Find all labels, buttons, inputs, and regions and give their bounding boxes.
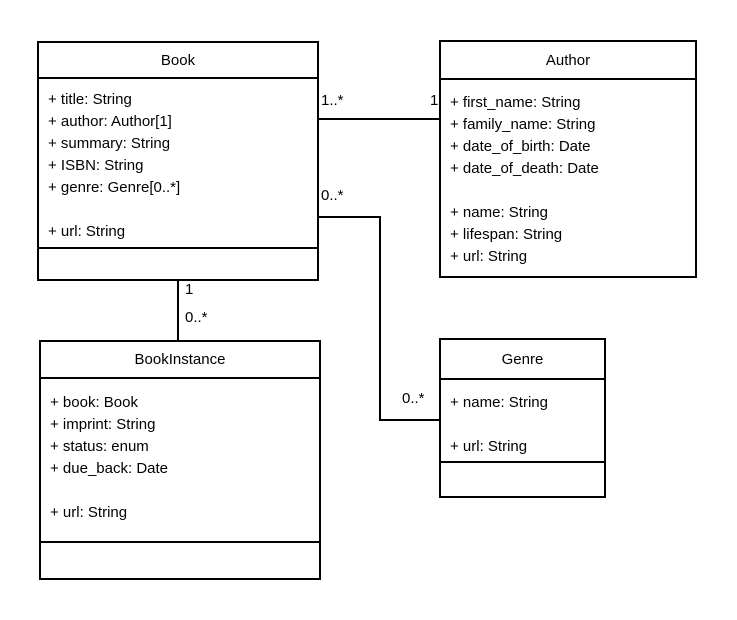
attribute-line: + name: String	[450, 204, 548, 221]
multiplicity-book-author-book-end: 1..*	[321, 92, 344, 109]
multiplicity-book-bookinstance-book-end: 1	[185, 281, 194, 298]
attribute-line	[48, 199, 308, 221]
class-bookinstance-methods-empty	[41, 541, 319, 578]
class-genre: Genre + name: String + url: String	[439, 338, 606, 498]
multiplicity-book-genre-book-end: 0..*	[321, 187, 344, 204]
attribute-line: + book: Book	[50, 394, 138, 411]
attribute-line: + summary: String	[48, 135, 171, 152]
attribute-line: + url: String	[50, 504, 128, 521]
class-book: Book + title: String+ author: Author[1]+…	[37, 41, 319, 281]
attribute-line: + ISBN: String	[48, 157, 144, 174]
attribute-line: + genre: Genre[0..*]	[48, 179, 181, 196]
class-book-methods-empty	[39, 247, 317, 279]
multiplicity-book-author-author-end: 1	[430, 92, 439, 109]
attribute-line: + author: Author[1]	[48, 113, 172, 130]
class-bookinstance-attributes: + book: Book + imprint: String + status: e…	[41, 379, 319, 541]
attribute-line: + url: String	[450, 438, 528, 455]
class-bookinstance: BookInstance + book: Book + imprint: Stri…	[39, 340, 321, 580]
attribute-line: + name: String	[450, 394, 548, 411]
multiplicity-book-bookinstance-bookinstance-end: 0..*	[185, 309, 208, 326]
attribute-line: + url: String	[48, 223, 126, 240]
attribute-line: + url: String	[450, 248, 528, 265]
attribute-line: + status: enum	[50, 438, 149, 455]
attribute-line: + due_back: Date	[50, 460, 169, 477]
association-book-genre	[319, 216, 440, 421]
class-bookinstance-title: BookInstance	[41, 342, 319, 379]
class-genre-methods-empty	[441, 461, 604, 496]
class-author-attributes: + first_name: String + family_name: Strin…	[441, 80, 695, 276]
attribute-line: + title: String	[48, 91, 132, 108]
class-author-title: Author	[441, 42, 695, 80]
attribute-line	[450, 414, 595, 436]
multiplicity-book-genre-genre-end: 0..*	[402, 390, 425, 407]
attribute-line: + imprint: String	[50, 416, 156, 433]
class-book-attributes: + title: String + author: Author[1] + summ…	[39, 79, 317, 247]
attribute-line: + family_name: String	[450, 116, 596, 133]
attribute-line: + lifespan: String	[450, 226, 563, 243]
class-author: Author + first_name: String + family_name…	[439, 40, 697, 278]
attribute-line	[50, 480, 310, 502]
attribute-line: + first_name: String	[450, 94, 581, 111]
attribute-line	[450, 180, 686, 202]
attribute-line: + date_of_death: Date	[450, 160, 599, 177]
class-book-title: Book	[39, 43, 317, 79]
class-genre-title: Genre	[441, 340, 604, 380]
attribute-line: + date_of_birth: Date	[450, 138, 591, 155]
class-genre-attributes: + name: String + url: String	[441, 380, 604, 461]
